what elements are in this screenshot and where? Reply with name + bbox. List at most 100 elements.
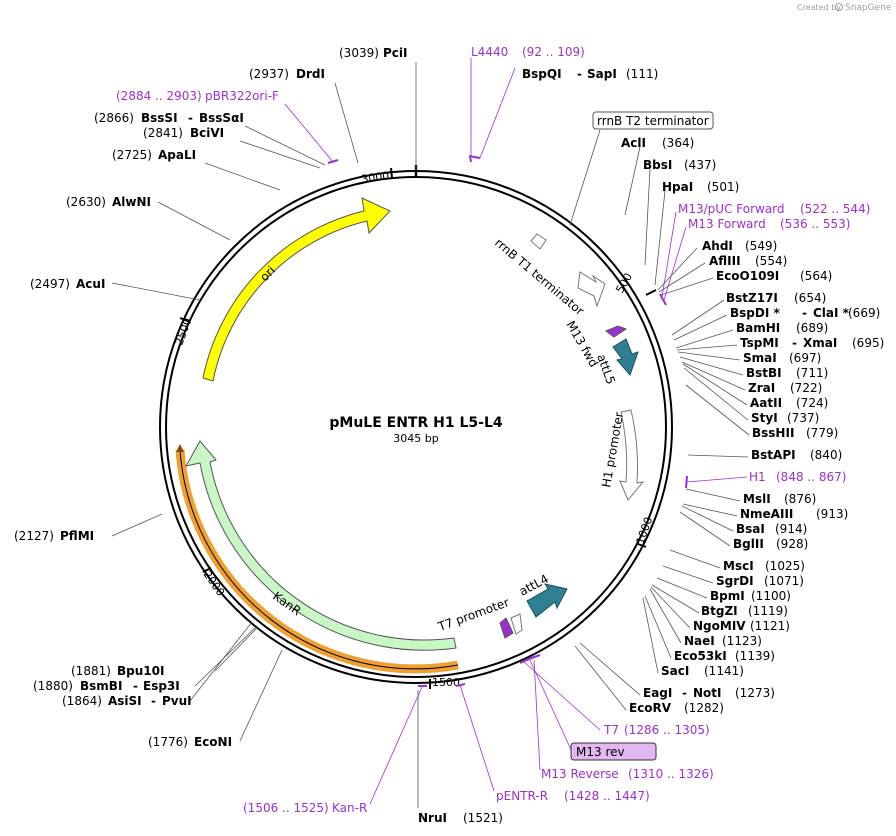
svg-text:(1119): (1119) [748, 604, 788, 618]
enzyme-apali: (2725) ApaLI [112, 148, 196, 162]
enzyme-bpu10i: (1881) Bpu10I [71, 664, 164, 678]
svg-text:pBR322ori-F: pBR322ori-F [205, 89, 279, 103]
snapgene-logo-icon [835, 3, 843, 11]
svg-text:BsaI: BsaI [736, 522, 765, 536]
m13-rev-arrow [499, 617, 514, 639]
connector-line [656, 577, 708, 599]
connector-line [682, 503, 738, 517]
svg-text:NgoMIV: NgoMIV [693, 619, 746, 633]
svg-text:(914): (914) [775, 522, 807, 536]
svg-text:AhdI: AhdI [702, 239, 733, 253]
primer-pentr-r: pENTR-R (1428 .. 1447) [496, 789, 650, 803]
tick-500: 500 [613, 271, 635, 296]
enzyme-eagi-noti: EagI - NotI (1273) [643, 686, 775, 700]
svg-text:NotI: NotI [693, 686, 722, 700]
enzyme-eco53ki: Eco53kI (1139) [674, 649, 775, 663]
enzyme-btgzi: BtgZI (1119) [701, 604, 788, 618]
connector-line [244, 125, 326, 166]
snapgene-brand: SnapGene [845, 3, 892, 13]
connector-line [660, 277, 714, 296]
t7-promoter-arrow [510, 613, 523, 635]
svg-text:(1428 .. 1447): (1428 .. 1447) [564, 789, 650, 803]
svg-text:(1282): (1282) [684, 701, 724, 715]
svg-text:BssHII: BssHII [752, 426, 794, 440]
svg-text:-: - [151, 694, 156, 708]
enzyme-smai: SmaI (697) [743, 351, 821, 365]
svg-text:M13 Reverse: M13 Reverse [541, 767, 619, 781]
enzyme-styi: StyI (737) [751, 411, 819, 425]
enzyme-asisi-pvui: (1864) AsiSI - PvuI [62, 694, 192, 708]
svg-text:(1141): (1141) [704, 664, 744, 678]
connector-line [685, 384, 750, 436]
svg-text:(3039): (3039) [339, 46, 379, 60]
svg-text:EagI: EagI [643, 686, 672, 700]
kanr-primer-arrowhead [176, 444, 184, 452]
primer-m13-puc-forward: M13/pUC Forward (522 .. 544) [678, 202, 870, 216]
svg-text:(876): (876) [784, 492, 816, 506]
svg-text:SgrDI: SgrDI [716, 574, 754, 588]
enzyme-msci: MscI (1025) [723, 559, 805, 573]
connector-line [529, 659, 573, 753]
svg-text:SacI: SacI [661, 664, 689, 678]
enzyme-bsshii: BssHII (779) [752, 426, 838, 440]
connector-line [111, 282, 201, 301]
h1-promoter-arrow [619, 409, 645, 501]
svg-text:(737): (737) [787, 411, 819, 425]
svg-text:(1286 .. 1305): (1286 .. 1305) [624, 723, 710, 737]
enzyme-bamhi: BamHI (689) [736, 321, 828, 335]
svg-text:(564): (564) [800, 269, 832, 283]
svg-text:(554): (554) [755, 254, 787, 268]
svg-text:(1506 .. 1525): (1506 .. 1525) [243, 801, 329, 815]
svg-text:EcoRV: EcoRV [629, 701, 672, 715]
enzyme-sgrdi: SgrDI (1071) [716, 574, 804, 588]
svg-text:Esp3I: Esp3I [143, 679, 180, 693]
svg-text:M13/pUC Forward: M13/pUC Forward [678, 202, 785, 216]
connector-line [676, 344, 738, 351]
enzyme-nrui: NruI (1521) [418, 811, 503, 825]
tick-1000: 1000 [634, 515, 656, 546]
connector-line [679, 356, 744, 376]
rrnb-t2-terminator-arrow [530, 233, 547, 250]
rrnb-t1-terminator-arrow [577, 271, 606, 308]
svg-text:BciVI: BciVI [190, 126, 224, 140]
svg-text:(724): (724) [796, 396, 828, 410]
svg-text:(2866): (2866) [94, 111, 134, 125]
enzyme-bsai: BsaI (914) [736, 522, 807, 536]
connector-line [369, 686, 423, 805]
connector-line [111, 513, 163, 537]
rrnb-t2-box: rrnB T2 terminator [592, 111, 714, 130]
svg-text:-: - [577, 67, 582, 81]
connector-line [671, 299, 725, 336]
connector-line [157, 201, 231, 241]
enzyme-zrai: ZraI (722) [748, 381, 822, 395]
svg-text:-: - [133, 679, 138, 693]
svg-text:SapI: SapI [587, 67, 617, 81]
svg-text:(1025): (1025) [765, 559, 805, 573]
svg-text:NruI: NruI [418, 811, 447, 825]
svg-text:(92 .. 109): (92 .. 109) [522, 45, 585, 59]
enzyme-bstapi: BstAPI (840) [751, 448, 842, 462]
m13-fwd-label: M13 fwd [563, 319, 601, 370]
svg-text:AlwNI: AlwNI [112, 195, 151, 209]
primer-markers [327, 155, 688, 687]
svg-text:T7: T7 [603, 723, 619, 737]
enzyme-econi: (1776) EcoNI [148, 735, 232, 749]
enzyme-bsssi-bsssai: (2866) BssSI - BssSαI [94, 111, 244, 125]
svg-text:M13 Forward: M13 Forward [688, 217, 766, 231]
svg-text:BstAPI: BstAPI [751, 448, 796, 462]
enzyme-saci: SacI (1141) [661, 664, 744, 678]
svg-text:(848 .. 867): (848 .. 867) [776, 470, 846, 484]
connector-line [523, 661, 601, 731]
connector-line [533, 659, 541, 771]
svg-text:TspMI: TspMI [740, 336, 779, 350]
connector-line [685, 488, 741, 502]
tick-1500: 1500 [432, 676, 460, 689]
svg-text:BtgZI: BtgZI [701, 604, 738, 618]
connector-line [214, 626, 259, 672]
connector-line [189, 621, 253, 702]
svg-text:(1123): (1123) [722, 634, 762, 648]
svg-text:NmeAIII: NmeAIII [740, 507, 793, 521]
connector-line [687, 454, 749, 458]
connector-line [681, 361, 746, 391]
svg-text:(689): (689) [796, 321, 828, 335]
